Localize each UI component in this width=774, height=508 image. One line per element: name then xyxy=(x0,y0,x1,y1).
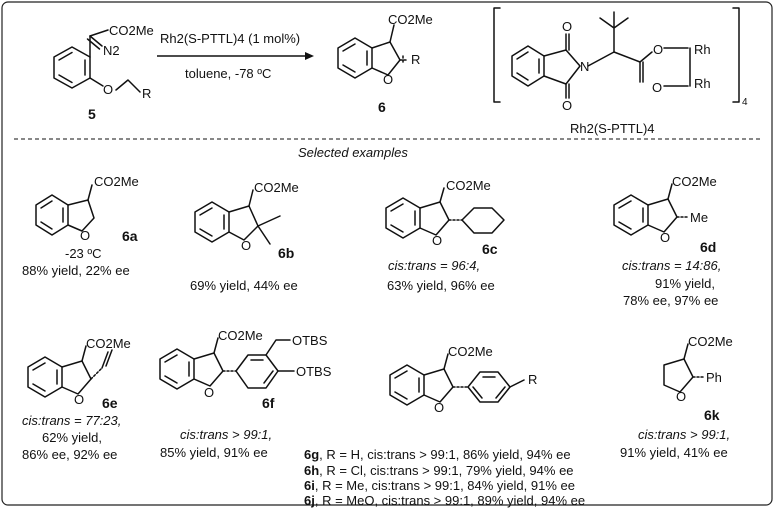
series-6h-id: 6h xyxy=(304,463,319,478)
catalyst-name: Rh2(S-PTTL)4 xyxy=(570,121,655,136)
example-6e-line2: 62% yield, xyxy=(42,430,102,445)
co2me-label: CO2Me xyxy=(109,23,154,38)
series-6i-id: 6i xyxy=(304,478,315,493)
compound-6a-structure xyxy=(35,184,95,236)
compound-6-label: 6 xyxy=(378,99,386,115)
co2me-label: CO2Me xyxy=(446,178,491,193)
oxygen-label: O xyxy=(562,98,572,113)
series-6h-text: , R = Cl, cis:trans > 99:1, 79% yield, 9… xyxy=(319,463,573,478)
co2me-label: CO2Me xyxy=(218,328,263,343)
oxygen-label: O xyxy=(434,400,444,415)
co2me-label: CO2Me xyxy=(672,174,717,189)
example-6f-label: 6f xyxy=(262,395,275,411)
oxygen-label: O xyxy=(383,72,393,87)
oxygen-label: O xyxy=(676,389,686,404)
compound-6b-structure xyxy=(194,189,281,245)
r-group-label: R xyxy=(142,86,151,101)
otbs-label: OTBS xyxy=(296,364,332,379)
example-6b-label: 6b xyxy=(278,245,294,261)
oxygen-label: O xyxy=(74,392,84,407)
oxygen-label: O xyxy=(562,19,572,34)
arrow-head xyxy=(305,52,314,60)
co2me-label: CO2Me xyxy=(388,12,433,27)
series-6g-id: 6g xyxy=(304,447,319,462)
example-6b-line1: 69% yield, 44% ee xyxy=(190,278,298,293)
compound-5-structure xyxy=(53,29,141,93)
rhodium-label: Rh xyxy=(694,76,711,91)
example-6c-line2: 63% yield, 96% ee xyxy=(387,278,495,293)
compound-6d-structure xyxy=(613,183,689,236)
methyl-label: Me xyxy=(690,210,708,225)
example-6a-line1: -23 ºC xyxy=(65,246,102,261)
oxygen-label: O xyxy=(653,42,663,57)
series-6i-text: , R = Me, cis:trans > 99:1, 84% yield, 9… xyxy=(315,478,575,493)
series-6h: 6h, R = Cl, cis:trans > 99:1, 79% yield,… xyxy=(304,463,574,478)
example-6f-line2: 85% yield, 91% ee xyxy=(160,445,268,460)
example-6e-line3: 86% ee, 92% ee xyxy=(22,447,117,462)
r-group-label: R xyxy=(528,372,537,387)
co2me-label: CO2Me xyxy=(86,336,131,351)
section-title: Selected examples xyxy=(298,145,408,160)
oxygen-label: O xyxy=(204,385,214,400)
co2me-label: CO2Me xyxy=(94,174,139,189)
oxygen-label: O xyxy=(652,80,662,95)
oxygen-label: O xyxy=(432,233,442,248)
co2me-label: CO2Me xyxy=(448,344,493,359)
oxygen-label: O xyxy=(103,82,113,97)
example-6d-line3: 78% ee, 97% ee xyxy=(623,293,718,308)
otbs-label: OTBS xyxy=(292,333,328,348)
catalyst-label: Rh2(S-PTTL)4 (1 mol%) xyxy=(160,31,300,46)
co2me-label: CO2Me xyxy=(688,334,733,349)
series-6j-text: , R = MeO, cis:trans > 99:1, 89% yield, … xyxy=(315,493,585,508)
co2me-label: CO2Me xyxy=(254,180,299,195)
example-6c-label: 6c xyxy=(482,241,498,257)
example-6d-label: 6d xyxy=(700,239,716,255)
phenyl-label: Ph xyxy=(706,370,722,385)
compound-6-structure xyxy=(337,24,408,79)
r-group-label: R xyxy=(411,52,420,67)
series-6j-id: 6j xyxy=(304,493,315,508)
example-6d-line2: 91% yield, xyxy=(655,276,715,291)
series-6i: 6i, R = Me, cis:trans > 99:1, 84% yield,… xyxy=(304,478,575,493)
compound-6g-6j-structure xyxy=(389,353,525,406)
rhodium-label: Rh xyxy=(694,42,711,57)
example-6f-line1: cis:trans > 99:1, xyxy=(180,427,272,442)
n2-label: N2 xyxy=(103,43,120,58)
example-6a-label: 6a xyxy=(122,228,138,244)
example-6c-line1: cis:trans = 96:4, xyxy=(388,258,480,273)
oxygen-label: O xyxy=(660,230,670,245)
series-6g-text: , R = H, cis:trans > 99:1, 86% yield, 94… xyxy=(319,447,570,462)
oxygen-label: O xyxy=(80,228,90,243)
example-6k-line1: cis:trans > 99:1, xyxy=(638,427,730,442)
example-6k-label: 6k xyxy=(704,407,720,423)
compound-6c-structure xyxy=(385,187,505,239)
oxygen-label: O xyxy=(241,238,251,253)
compound-6e-structure xyxy=(27,345,113,398)
nitrogen-label: N xyxy=(580,59,589,74)
catalyst-structure xyxy=(493,7,740,103)
example-6a-line2: 88% yield, 22% ee xyxy=(22,263,130,278)
compound-5-label: 5 xyxy=(88,106,96,122)
conditions-label: toluene, -78 ºC xyxy=(185,66,271,81)
example-6k-line2: 91% yield, 41% ee xyxy=(620,445,728,460)
subscript-4: 4 xyxy=(742,97,748,108)
example-6e-label: 6e xyxy=(102,395,118,411)
series-6j: 6j, R = MeO, cis:trans > 99:1, 89% yield… xyxy=(304,493,585,508)
compound-6f-structure xyxy=(159,337,295,390)
example-6e-line1: cis:trans = 77:23, xyxy=(22,413,121,428)
series-6g: 6g, R = H, cis:trans > 99:1, 86% yield, … xyxy=(304,447,571,462)
example-6d-line1: cis:trans = 14:86, xyxy=(622,258,721,273)
compound-6k-structure xyxy=(663,343,705,393)
